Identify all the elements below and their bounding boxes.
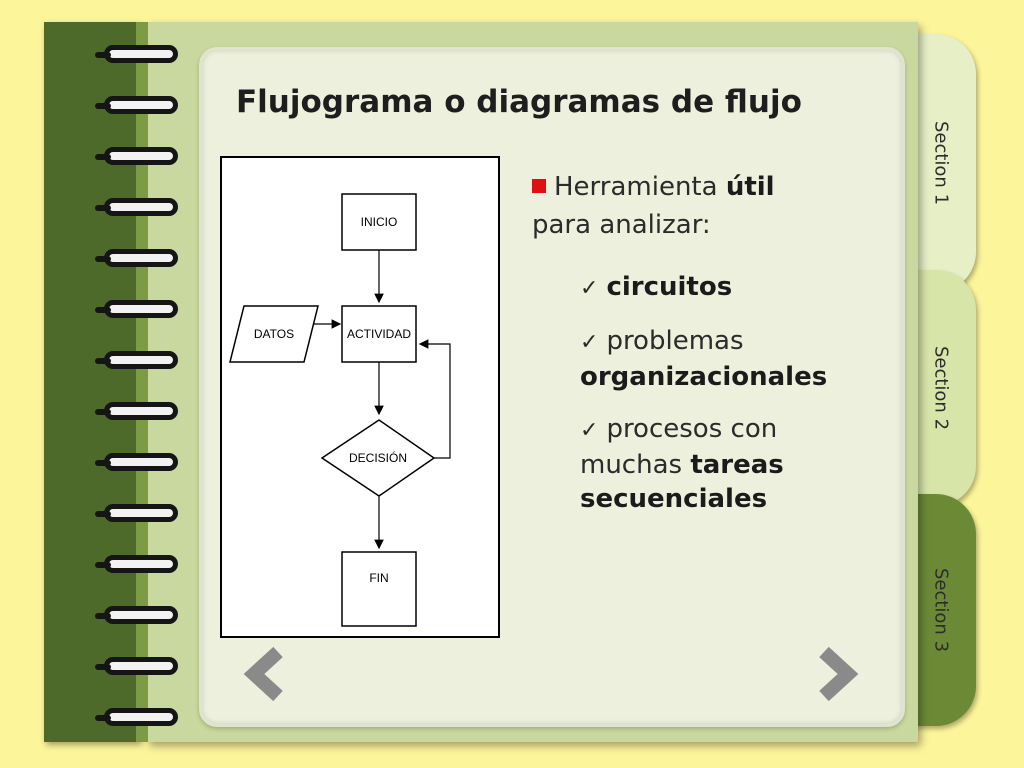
chevron-right-icon	[819, 646, 859, 702]
ring	[95, 504, 178, 522]
ring	[95, 606, 178, 624]
item-bold-text: organizacionales	[580, 362, 828, 392]
tab-label: Section 1	[930, 120, 952, 206]
check-list: ✓ circuitos ✓ problemas organizacionales ✓…	[580, 270, 880, 534]
notebook-spine	[44, 22, 140, 742]
flowchart-svg: INICIO DATOS ACTIVIDAD DECISIÓN FIN	[229, 193, 451, 627]
ring	[95, 453, 178, 471]
tab-label: Section 3	[930, 567, 952, 653]
next-button[interactable]	[808, 646, 864, 702]
spine-edge	[136, 22, 148, 742]
main-bullet-prefix: Herramienta	[554, 172, 726, 202]
fin-box	[341, 551, 417, 627]
check-icon: ✓	[580, 330, 599, 355]
flowchart-image: INICIO DATOS ACTIVIDAD DECISIÓN FIN	[220, 156, 500, 638]
ring	[95, 96, 178, 114]
ring	[95, 198, 178, 216]
fin-label: FIN	[369, 571, 388, 585]
ring	[95, 402, 178, 420]
check-icon: ✓	[580, 276, 599, 301]
list-item: ✓procesos con muchas tareas secuenciales	[580, 412, 850, 516]
prev-button[interactable]	[238, 646, 294, 702]
list-item: ✓ problemas organizacionales	[580, 324, 880, 394]
ring	[95, 657, 178, 675]
ring	[95, 351, 178, 369]
ring	[95, 249, 178, 267]
chevron-left-icon	[243, 646, 283, 702]
ring	[95, 555, 178, 573]
actividad-box	[341, 305, 417, 363]
actividad-label: ACTIVIDAD	[347, 327, 411, 341]
inicio-label: INICIO	[361, 215, 398, 229]
bullet-square-icon	[532, 179, 546, 193]
main-bullet-suffix: para analizar:	[532, 210, 711, 240]
inicio-box	[341, 193, 417, 251]
decision-label: DECISIÓN	[349, 450, 407, 465]
item-text: problemas	[606, 326, 744, 356]
list-item: ✓ circuitos	[580, 270, 880, 306]
ring	[95, 300, 178, 318]
ring	[95, 147, 178, 165]
ring	[95, 708, 178, 726]
item-text: circuitos	[606, 272, 733, 302]
main-bullet: Herramienta útil para analizar:	[532, 168, 862, 244]
ring	[95, 45, 178, 63]
tab-label: Section 2	[930, 345, 952, 431]
item-bold-text: tareas secuenciales	[580, 450, 784, 514]
main-bullet-bold: útil	[725, 172, 775, 202]
datos-label: DATOS	[254, 327, 294, 341]
datos-shape	[229, 305, 319, 363]
item-text: procesos con muchas	[580, 414, 778, 480]
check-icon: ✓	[580, 418, 599, 443]
page-title: Flujograma o diagramas de flujo	[236, 84, 802, 120]
